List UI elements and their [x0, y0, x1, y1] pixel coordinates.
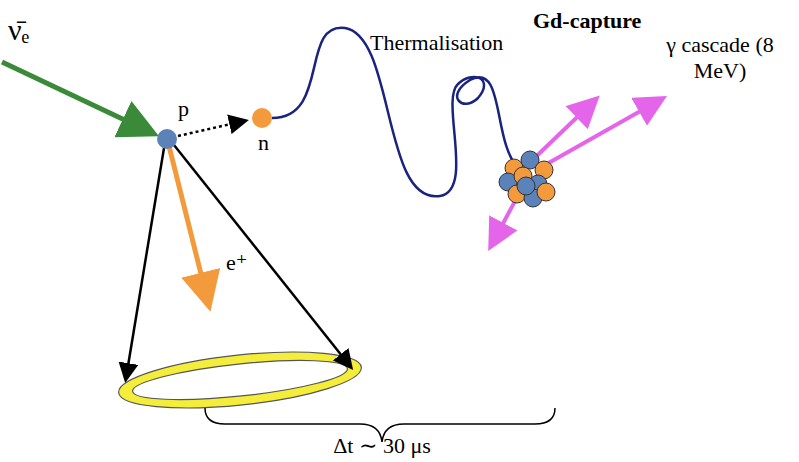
process-label: Thermalisation	[370, 30, 503, 56]
positron-label: e⁺	[226, 250, 247, 276]
neutron-label: n	[258, 130, 269, 156]
proton-label: p	[178, 96, 189, 122]
capture-label: Gd-capture	[533, 8, 641, 34]
neutrino-label: ν̄ₑ	[8, 12, 29, 48]
gamma-label: γ cascade (8 MeV)	[660, 32, 780, 85]
time-label: Δt ∼ 30 μs	[333, 433, 431, 459]
